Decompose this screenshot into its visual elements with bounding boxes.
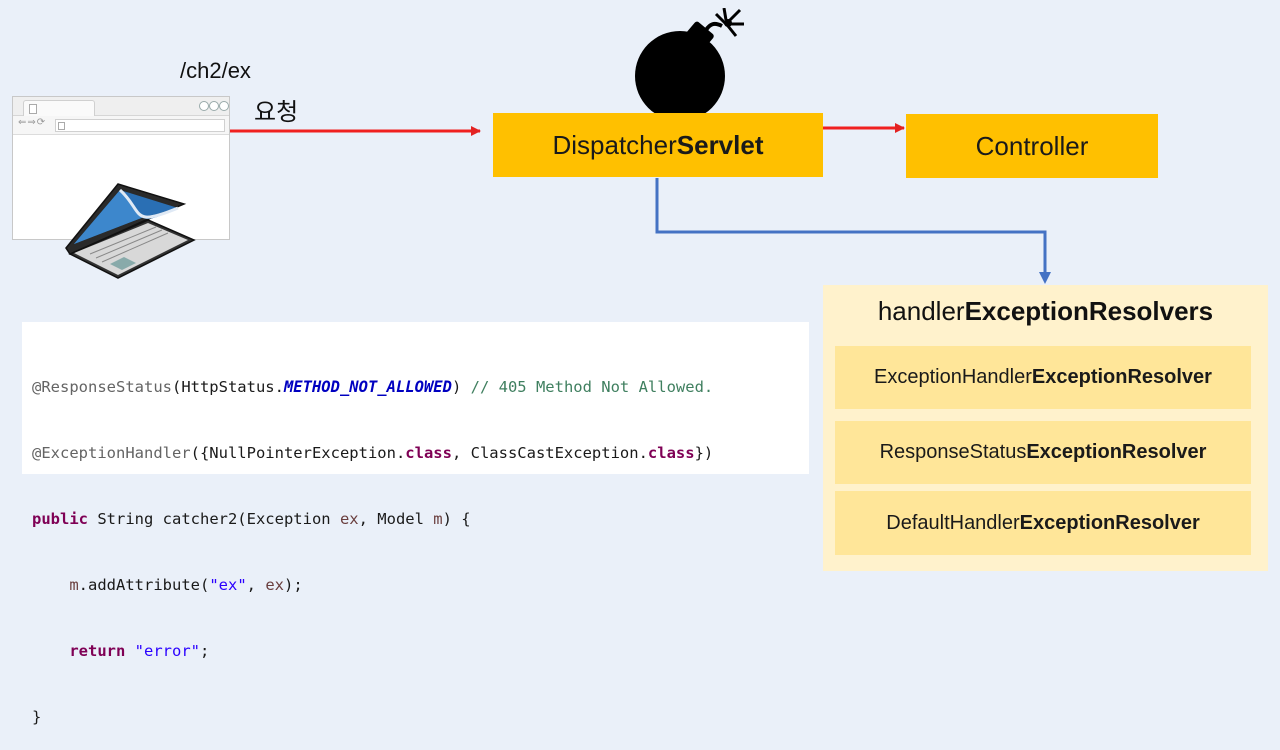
bomb-icon [635, 8, 744, 121]
nav-arrows-icon: ⇐⇒⟳ [18, 117, 47, 128]
resolver-prefix: DefaultHandler [886, 511, 1020, 534]
resolver-prefix: ResponseStatus [879, 441, 1027, 463]
code-token: .addAttribute( [78, 576, 210, 594]
exception-arrow [655, 178, 1047, 273]
code-line: @ExceptionHandler({NullPointerException.… [32, 442, 809, 464]
browser-tabbar [13, 97, 229, 116]
code-token: String catcher2(Exception [88, 510, 340, 528]
code-token: public [32, 510, 88, 528]
code-token: ({NullPointerException. [190, 444, 406, 462]
browser-tab [23, 100, 95, 116]
code-token: "error" [134, 642, 200, 660]
resolver-bold: ExceptionResolver [1019, 511, 1200, 534]
code-token: ) [451, 378, 471, 396]
code-token: , [246, 576, 266, 594]
code-token: , Model [358, 510, 434, 528]
code-token: ; [200, 642, 210, 660]
controller-box: Controller [906, 114, 1158, 178]
code-token: class [647, 444, 695, 462]
code-token: @ResponseStatus [32, 378, 172, 396]
page-icon [29, 104, 37, 114]
code-token: m [69, 576, 79, 594]
code-token: }) [694, 444, 714, 462]
code-token: } [32, 708, 42, 726]
code-line: return "error"; [32, 640, 809, 662]
code-token: , ClassCastException. [451, 444, 648, 462]
code-token: (HttpStatus. [171, 378, 284, 396]
code-line: } [32, 706, 809, 728]
code-token: "ex" [209, 576, 247, 594]
title-prefix: handler [877, 296, 965, 326]
resolver-prefix: ExceptionHandler [874, 366, 1032, 388]
request-path-label: /ch2/ex [180, 58, 251, 83]
code-token: ex [265, 576, 284, 594]
code-token: class [405, 444, 452, 462]
window-button-icon [219, 101, 229, 111]
code-token: @ExceptionHandler [32, 444, 191, 462]
controller-label: Controller [975, 130, 1089, 161]
window-button-icon [199, 101, 209, 111]
request-label: 요청 [254, 98, 299, 126]
code-line: m.addAttribute("ex", ex); [32, 574, 809, 596]
code-token: ); [284, 576, 303, 594]
browser-navbar: ⇐⇒⟳ [13, 116, 229, 135]
code-token: ) { [442, 510, 471, 528]
code-token [32, 642, 69, 660]
window-button-icon [209, 101, 219, 111]
resolver-bold: ExceptionResolver [1031, 366, 1212, 388]
title-bold: ExceptionResolvers [964, 296, 1214, 326]
dispatcher-prefix: Dispatcher [552, 129, 677, 160]
code-token [125, 642, 134, 660]
code-token: return [69, 642, 126, 660]
browser-urlbar [55, 119, 225, 132]
code-line: @ResponseStatus(HttpStatus.METHOD_NOT_AL… [32, 376, 809, 398]
exception-arrowhead [1039, 272, 1051, 284]
code-line: public String catcher2(Exception ex, Mod… [32, 508, 809, 530]
code-token: m [433, 510, 443, 528]
code-token: METHOD_NOT_ALLOWED [283, 378, 452, 396]
resolver-bold: ExceptionResolver [1026, 441, 1207, 463]
exception-resolvers-title: handlerExceptionResolvers [823, 296, 1268, 327]
browser-window-icon: ⇐⇒⟳ [12, 96, 230, 240]
code-snippet: @ResponseStatus(HttpStatus.METHOD_NOT_AL… [22, 322, 809, 726]
code-token [32, 576, 69, 594]
dispatcher-bold: Servlet [676, 129, 764, 160]
page-icon [58, 122, 65, 130]
code-token: // 405 Method Not Allowed. [470, 378, 714, 396]
connectors [206, 123, 1051, 284]
laptop-icon [65, 183, 196, 279]
code-token: ex [339, 510, 359, 528]
